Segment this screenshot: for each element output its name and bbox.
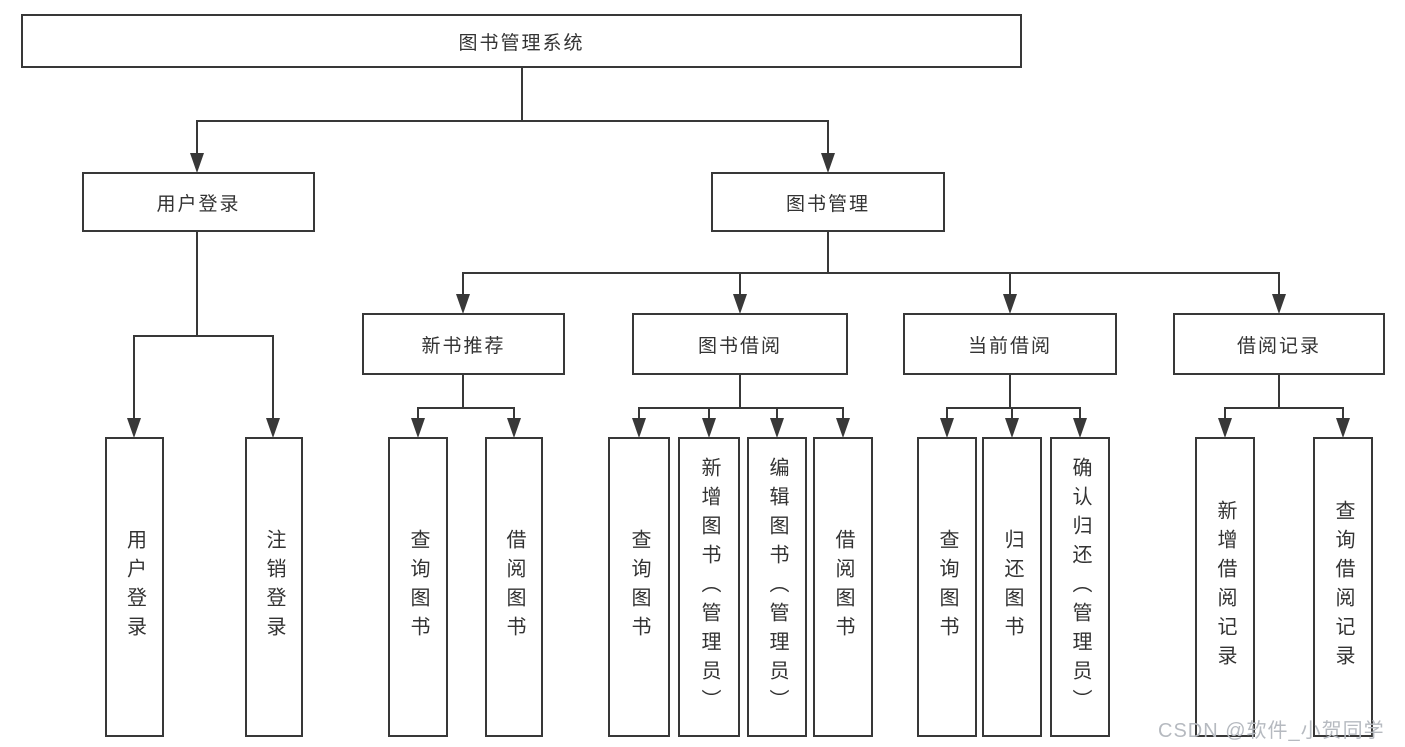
node-new-book-recommendation: 新书推荐 [362, 313, 565, 375]
connector-line [1011, 407, 1013, 421]
arrow-down-icon [836, 418, 850, 438]
connector-line [739, 375, 741, 409]
node-book-borrowing: 图书借阅 [632, 313, 848, 375]
arrow-down-icon [1003, 294, 1017, 314]
connector-line [196, 120, 198, 156]
connector-line [133, 335, 274, 337]
arrow-down-icon [770, 418, 784, 438]
connector-line [1009, 375, 1011, 409]
arrow-down-icon [1073, 418, 1087, 438]
connector-line [133, 335, 135, 421]
connector-line [776, 407, 778, 421]
node-library-management-system: 图书管理系统 [21, 14, 1022, 68]
leaf-edit-books-admin: 编辑图书（管理员） [747, 437, 807, 737]
arrow-down-icon [702, 418, 716, 438]
arrow-down-icon [632, 418, 646, 438]
connector-line [638, 407, 844, 409]
node-label: 用户登录 [123, 529, 146, 645]
connector-line [1079, 407, 1081, 421]
leaf-user-login: 用户登录 [105, 437, 164, 737]
arrow-down-icon [1272, 294, 1286, 314]
node-user-login: 用户登录 [82, 172, 315, 232]
leaf-add-borrow-record: 新增借阅记录 [1195, 437, 1255, 737]
arrow-down-icon [456, 294, 470, 314]
arrow-down-icon [1218, 418, 1232, 438]
connector-line [739, 272, 741, 298]
arrow-down-icon [411, 418, 425, 438]
arrow-down-icon [821, 153, 835, 173]
connector-line [1009, 272, 1011, 298]
node-borrowing-records: 借阅记录 [1173, 313, 1385, 375]
connector-line [1342, 407, 1344, 421]
connector-line [513, 407, 515, 421]
leaf-borrow-books-1: 借阅图书 [485, 437, 543, 737]
node-current-borrowing: 当前借阅 [903, 313, 1117, 375]
leaf-confirm-return-admin: 确认归还（管理员） [1050, 437, 1110, 737]
leaf-logout: 注销登录 [245, 437, 303, 737]
connector-line [1224, 407, 1344, 409]
leaf-query-books-3: 查询图书 [917, 437, 977, 737]
connector-line [196, 232, 198, 337]
node-label: 借阅图书 [832, 529, 854, 645]
arrow-down-icon [940, 418, 954, 438]
connector-line [946, 407, 948, 421]
node-label: 新增借阅记录 [1214, 500, 1236, 674]
arrow-down-icon [1005, 418, 1019, 438]
node-label: 注销登录 [263, 529, 285, 645]
connector-line [272, 335, 274, 421]
node-label: 查询图书 [936, 529, 958, 645]
connector-line [638, 407, 640, 421]
leaf-borrow-books-2: 借阅图书 [813, 437, 873, 737]
leaf-add-books-admin: 新增图书（管理员） [678, 437, 740, 737]
connector-line [1278, 375, 1280, 409]
arrow-down-icon [1336, 418, 1350, 438]
node-label: 编辑图书（管理员） [766, 456, 788, 718]
leaf-query-borrow-record: 查询借阅记录 [1313, 437, 1373, 737]
connector-line [827, 232, 829, 274]
node-label: 确认归还（管理员） [1069, 456, 1091, 718]
arrow-down-icon [127, 418, 141, 438]
node-label: 当前借阅 [967, 335, 1052, 357]
arrow-down-icon [733, 294, 747, 314]
leaf-return-books: 归还图书 [982, 437, 1042, 737]
node-label: 借阅图书 [503, 529, 525, 645]
connector-line [462, 375, 464, 409]
connector-line [946, 407, 1081, 409]
node-book-management: 图书管理 [711, 172, 945, 232]
node-label: 新书推荐 [421, 335, 506, 357]
node-label: 查询借阅记录 [1332, 500, 1354, 674]
node-label: 借阅记录 [1236, 335, 1321, 357]
connector-line [417, 407, 419, 421]
node-label: 图书借阅 [697, 335, 782, 357]
node-label: 查询图书 [407, 529, 429, 645]
node-label: 新增图书（管理员） [698, 456, 720, 718]
node-label: 归还图书 [1001, 529, 1023, 645]
arrow-down-icon [266, 418, 280, 438]
node-label: 查询图书 [628, 529, 650, 645]
node-label: 图书管理 [785, 193, 870, 215]
node-label: 图书管理系统 [458, 32, 585, 54]
watermark: CSDN @软件_小贺同学 [1158, 720, 1385, 742]
connector-line [417, 407, 515, 409]
arrow-down-icon [190, 153, 204, 173]
connector-line [1278, 272, 1280, 298]
connector-line [1224, 407, 1226, 421]
node-label: 用户登录 [156, 193, 241, 215]
connector-line [196, 120, 829, 122]
connector-line [708, 407, 710, 421]
connector-line [462, 272, 1280, 274]
connector-line [462, 272, 464, 298]
connector-line [827, 120, 829, 156]
connector-line [521, 66, 523, 122]
arrow-down-icon [507, 418, 521, 438]
connector-line [842, 407, 844, 421]
leaf-query-books-2: 查询图书 [608, 437, 670, 737]
leaf-query-books-1: 查询图书 [388, 437, 448, 737]
